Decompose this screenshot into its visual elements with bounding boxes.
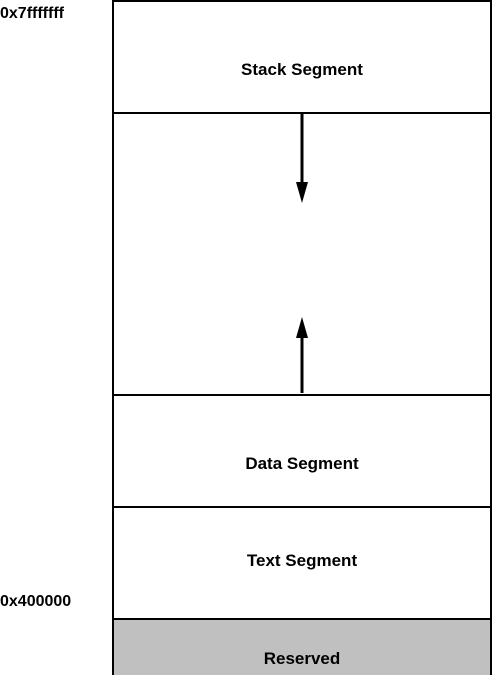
address-top-label: 0x7fffffff <box>0 5 64 22</box>
address-bottom-label: 0x400000 <box>0 593 72 610</box>
reserved-segment-label: Reserved <box>263 649 341 668</box>
free-space-region <box>114 114 490 396</box>
reserved-segment: Reserved <box>114 620 490 675</box>
stack-segment-label: Stack Segment <box>241 59 363 79</box>
text-segment: Text Segment <box>114 508 490 620</box>
data-segment-label: Data Segment <box>245 453 359 473</box>
text-segment-label: Text Segment <box>246 550 358 570</box>
memory-layout-diagram: Stack Segment Data Segment Text Segment … <box>112 0 492 675</box>
data-segment: Data Segment <box>114 396 490 508</box>
stack-segment: Stack Segment <box>114 2 490 114</box>
